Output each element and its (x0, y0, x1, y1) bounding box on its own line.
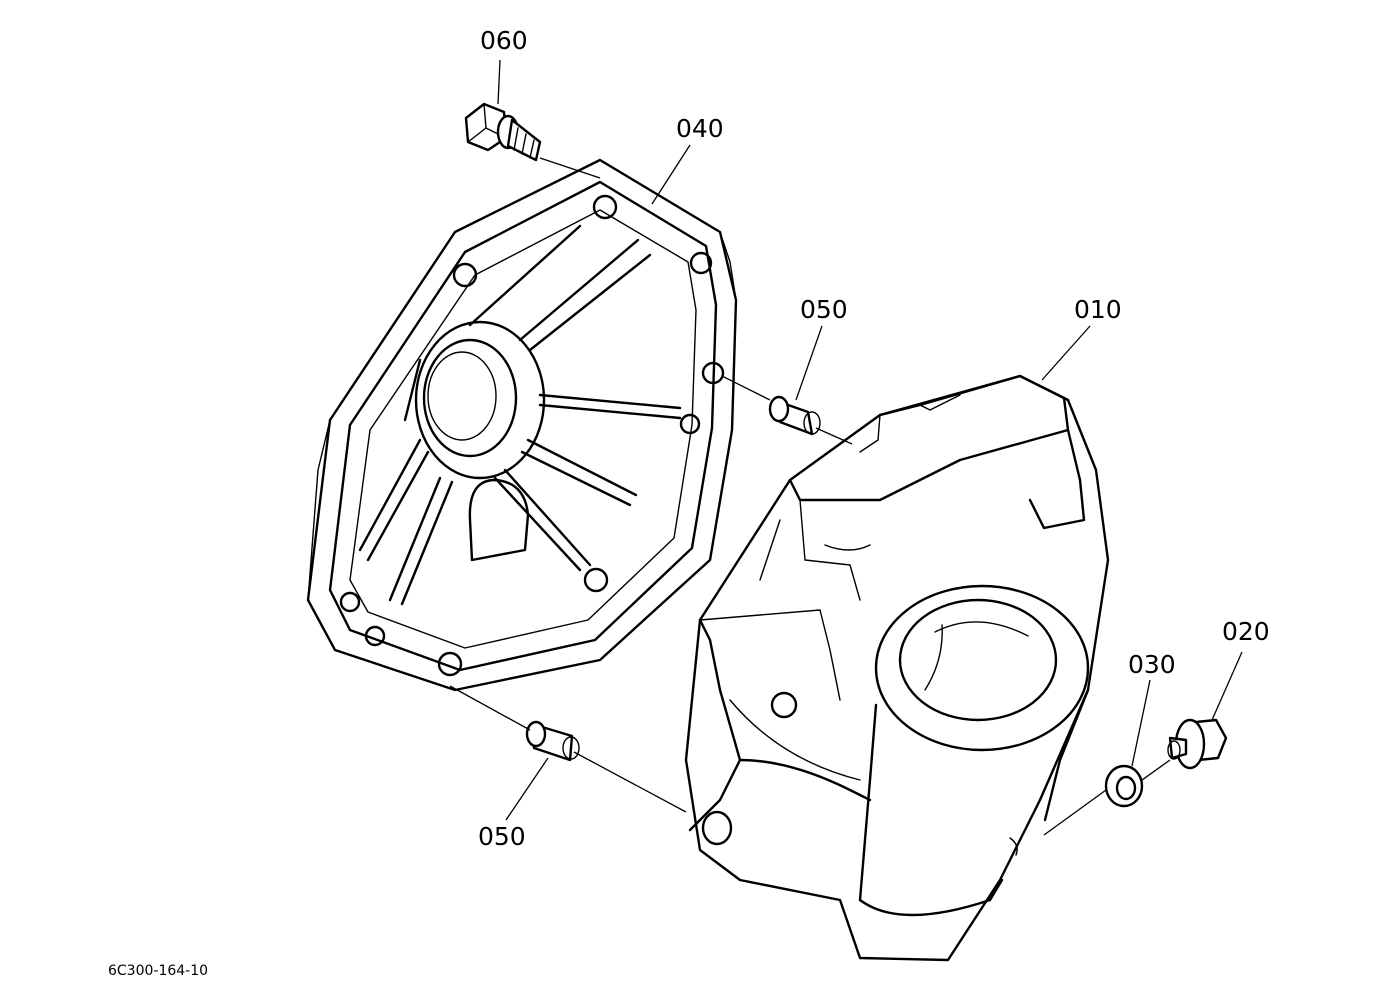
axis-line-bolt-020 (1141, 759, 1171, 781)
callout-050-top: 050 (800, 295, 848, 324)
gear-case-010 (684, 374, 1110, 962)
dowel-pin-050-bottom (525, 720, 580, 762)
callout-060: 060 (480, 26, 528, 55)
leader-050-top (795, 325, 823, 401)
axis-line-pin-bottom (449, 685, 531, 731)
leader-010 (1041, 325, 1091, 381)
axis-line-washer (1043, 789, 1107, 836)
bolt-060 (464, 102, 542, 162)
callout-030: 030 (1128, 650, 1176, 679)
dowel-pin-050-top (768, 395, 821, 436)
cover-plate-040 (306, 158, 738, 692)
callout-040: 040 (676, 114, 724, 143)
leader-050-bottom (505, 757, 549, 821)
axis-line-pin-bottom-case (573, 751, 687, 813)
leader-020 (1211, 651, 1243, 721)
drawing-number: 6C300-164-10 (108, 963, 208, 979)
leader-040 (651, 144, 691, 205)
washer-030 (1104, 764, 1144, 808)
flange-bolt-020 (1167, 718, 1228, 770)
leader-030 (1131, 679, 1151, 767)
axis-line-bolt (539, 157, 601, 179)
axis-line-pin-top (721, 375, 771, 401)
leader-060 (497, 59, 501, 105)
callout-050-bottom: 050 (478, 822, 526, 851)
axis-line-pin-top-case (815, 427, 853, 445)
callout-020: 020 (1222, 617, 1270, 646)
callout-010: 010 (1074, 295, 1122, 324)
leader-lines (449, 59, 1243, 836)
